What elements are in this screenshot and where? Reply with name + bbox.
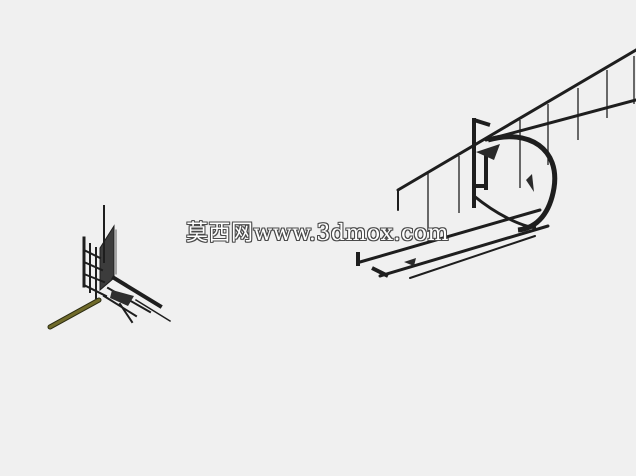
bracket-model[interactable] <box>47 205 172 330</box>
bracket-frame <box>82 205 172 324</box>
tray-end-frame <box>356 118 491 278</box>
tray-details <box>404 144 534 266</box>
bracket-rod <box>47 297 102 330</box>
tray-model[interactable] <box>356 48 636 279</box>
watermark-text: 莫西网www.3dmox.com <box>186 221 449 246</box>
tray-end-hoop <box>473 134 558 233</box>
